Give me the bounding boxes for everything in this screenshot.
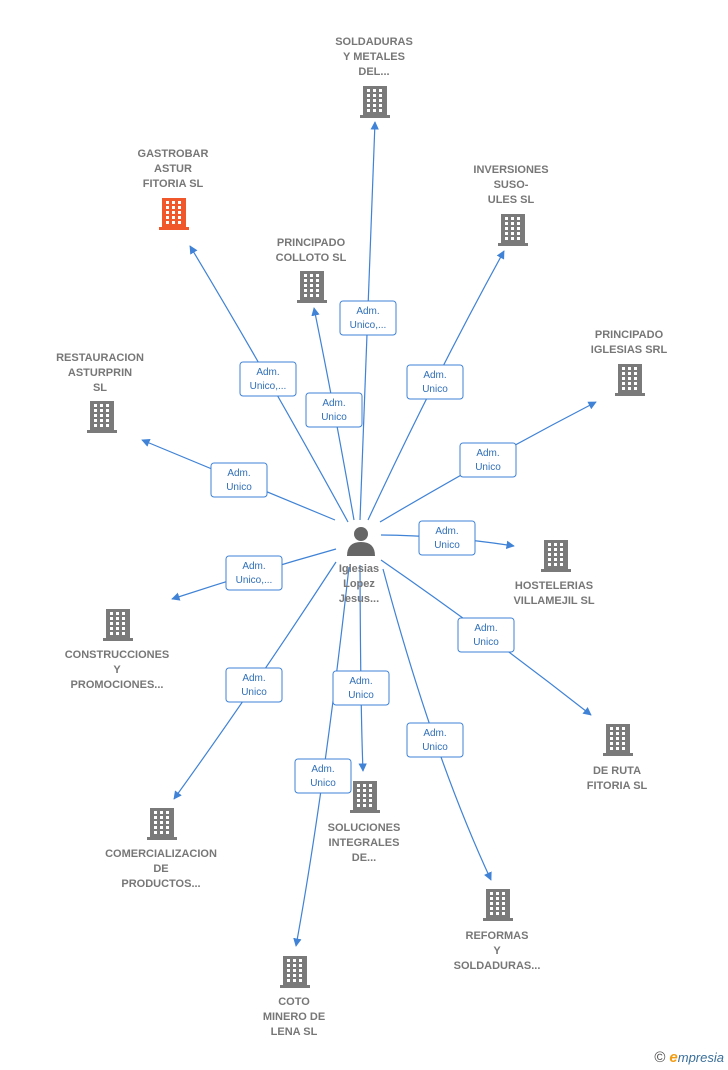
building-icon: [350, 781, 380, 813]
edge-label-soluciones[interactable]: Adm. Unico: [332, 670, 390, 706]
edge-label-inversiones[interactable]: Adm. Unico: [406, 364, 464, 400]
edge-label-text: Adm.: [322, 398, 345, 409]
edge-label-comercializacion[interactable]: Adm. Unico: [225, 667, 283, 703]
edge-label-de-ruta[interactable]: Adm. Unico: [457, 617, 515, 653]
edge-label-text: Adm.: [227, 468, 250, 479]
footer-brand: ©empresia: [654, 1049, 724, 1066]
edge-label-text: Adm.: [356, 306, 379, 317]
edge-label-text: Adm.: [474, 623, 497, 634]
building-icon: [603, 724, 633, 756]
building-icon: [103, 609, 133, 641]
edge-label-text: Unico: [473, 637, 499, 648]
edge-label-text: Unico: [310, 778, 336, 789]
brand-initial: e: [669, 1049, 678, 1066]
edge-label-text: Adm.: [476, 448, 499, 459]
copyright-symbol: ©: [654, 1049, 666, 1066]
edge-label-text: Unico: [241, 687, 267, 698]
building-icon: [615, 364, 645, 396]
edge-label-principado-iglesias[interactable]: Adm. Unico: [459, 442, 517, 478]
brand-name: mpresia: [677, 1050, 724, 1065]
edge-label-text: Adm.: [349, 676, 372, 687]
edge-label-text: Adm.: [242, 561, 265, 572]
edge-label-restauracion[interactable]: Adm. Unico: [210, 462, 268, 498]
building-icon: [297, 271, 327, 303]
edge-label-text: Adm.: [311, 764, 334, 775]
edge-label-text: Unico: [434, 540, 460, 551]
edge-label-text: Adm.: [423, 728, 446, 739]
edge-label-text: Unico,...: [250, 381, 287, 392]
building-icon: [483, 889, 513, 921]
edge-label-principado-colloto[interactable]: Adm. Unico: [305, 392, 363, 428]
building-icon: [360, 86, 390, 118]
edge-label-text: Unico,...: [350, 320, 387, 331]
building-icon: [147, 808, 177, 840]
edge-label-coto-minero[interactable]: Adm. Unico: [294, 758, 352, 794]
edge-label-text: Unico: [321, 412, 347, 423]
building-icon: [87, 401, 117, 433]
edge-label-reformas[interactable]: Adm. Unico: [406, 722, 464, 758]
edge-label-text: Adm.: [242, 673, 265, 684]
edge-label-text: Unico: [226, 482, 252, 493]
building-icon: [280, 956, 310, 988]
edge-label-construcciones[interactable]: Adm. Unico,...: [225, 555, 283, 591]
edge-label-soldaduras-metales[interactable]: Adm. Unico,...: [339, 300, 397, 336]
edge-label-text: Unico: [422, 742, 448, 753]
edge-label-text: Unico: [422, 384, 448, 395]
edge-label-hostelerias[interactable]: Adm. Unico: [418, 520, 476, 556]
edge-label-gastrobar[interactable]: Adm. Unico,...: [239, 361, 297, 397]
edge-label-text: Unico: [348, 690, 374, 701]
edge-coto-minero: [293, 566, 350, 947]
building-icon: [541, 540, 571, 572]
building-icon: [159, 198, 189, 230]
edge-label-text: Adm.: [256, 367, 279, 378]
edge-label-text: Unico: [475, 462, 501, 473]
building-icon: [498, 214, 528, 246]
edge-label-text: Adm.: [423, 370, 446, 381]
edge-label-text: Unico,...: [236, 575, 273, 586]
edge-labels: Adm.Unico,...Adm.Unico,...Adm.UnicoAdm.U…: [210, 300, 517, 794]
person-icon: [347, 527, 375, 556]
edge-label-text: Adm.: [435, 526, 458, 537]
